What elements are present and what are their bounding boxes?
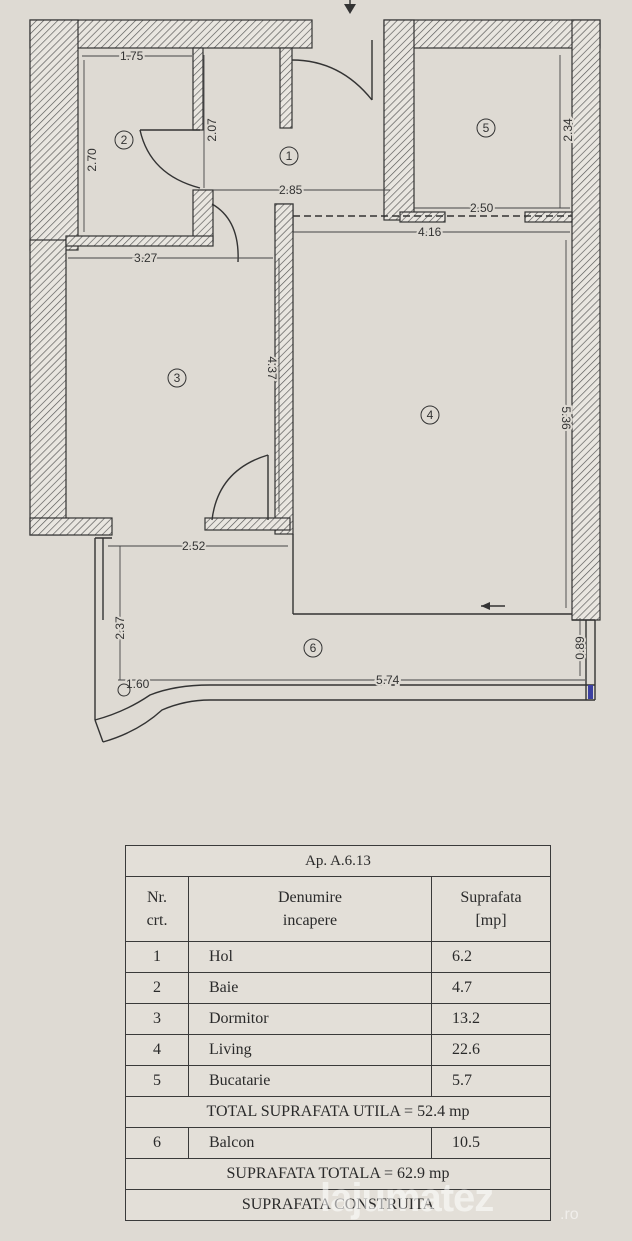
table-row: 6 Balcon 10.5 <box>125 1127 551 1159</box>
svg-text:3: 3 <box>174 371 181 385</box>
row-area: 13.2 <box>431 1003 551 1035</box>
built-area: SUPRAFATA CONSTRUITA <box>125 1189 551 1221</box>
dim-2-37: 2.37 <box>113 616 127 640</box>
dim-0-89: 0.89 <box>573 636 587 660</box>
row-name: Bucatarie <box>188 1065 432 1097</box>
watermark-suffix: .ro <box>560 1206 579 1223</box>
header-area-line2: [mp] <box>475 912 507 929</box>
dim-3-27: 3.27 <box>134 251 158 265</box>
walls <box>29 19 601 621</box>
built-area-row: SUPRAFATA CONSTRUITA <box>125 1189 551 1221</box>
room-marker-2: 2 <box>114 130 134 150</box>
dimension-labels: 1.75 2.70 2.07 2.85 2.34 2.50 4.16 3.27 … <box>83 47 589 693</box>
header-name-line2: incapere <box>282 912 338 929</box>
room-marker-1: 1 <box>279 146 299 166</box>
dim-1-75: 1.75 <box>120 49 144 63</box>
wall-bath-right-lower <box>192 189 214 243</box>
wall-bath-bottom <box>65 235 214 247</box>
svg-text:4: 4 <box>427 408 434 422</box>
total-useful-row: TOTAL SUPRAFATA UTILA = 52.4 mp <box>125 1096 551 1128</box>
wall-bedroom-living <box>274 203 294 535</box>
total-area-row: SUPRAFATA TOTALA = 62.9 mp <box>125 1158 551 1190</box>
row-area: 5.7 <box>431 1065 551 1097</box>
wall-left-upper <box>29 19 79 251</box>
wall-bedroom-door-jamb <box>204 517 291 531</box>
wall-right <box>571 19 601 621</box>
room-marker-3: 3 <box>167 368 187 388</box>
room-area-table: Ap. A.6.13 Nr. crt. Denumire incapere Su… <box>125 845 551 1221</box>
table-header-row: Nr. crt. Denumire incapere Suprafata [mp… <box>125 876 551 942</box>
room-marker-5: 5 <box>476 118 496 138</box>
row-nr: 1 <box>125 941 189 973</box>
row-area: 6.2 <box>431 941 551 973</box>
row-name: Dormitor <box>188 1003 432 1035</box>
total-useful-area: TOTAL SUPRAFATA UTILA = 52.4 mp <box>125 1096 551 1128</box>
dim-5-36: 5.36 <box>559 406 573 430</box>
header-nr-line1: Nr. <box>147 888 167 906</box>
total-area: SUPRAFATA TOTALA = 62.9 mp <box>125 1158 551 1190</box>
row-area: 22.6 <box>431 1034 551 1066</box>
plan-lines <box>94 0 596 743</box>
row-area: 4.7 <box>431 972 551 1004</box>
svg-text:5: 5 <box>483 121 490 135</box>
wall-bath-right <box>192 47 204 131</box>
dim-2-52: 2.52 <box>182 539 206 553</box>
wall-kitchen-bottom-right <box>524 211 573 223</box>
table-row: 4 Living 22.6 <box>125 1034 551 1066</box>
dim-2-50: 2.50 <box>470 201 494 215</box>
row-nr: 5 <box>125 1065 189 1097</box>
row-nr: 6 <box>125 1127 189 1159</box>
svg-text:2: 2 <box>121 133 128 147</box>
svg-text:1: 1 <box>286 149 293 163</box>
header-nr-line2: crt. <box>146 912 168 929</box>
table-row: 3 Dormitor 13.2 <box>125 1003 551 1035</box>
dim-1-60: 1.60 <box>126 677 150 691</box>
room-markers: 1 2 3 4 5 6 <box>114 118 496 658</box>
row-name: Baie <box>188 972 432 1004</box>
dim-2-34: 2.34 <box>561 118 575 142</box>
dim-2-07: 2.07 <box>205 118 219 142</box>
table-row: 2 Baie 4.7 <box>125 972 551 1004</box>
dim-2-85: 2.85 <box>279 183 303 197</box>
room-marker-6: 6 <box>303 638 323 658</box>
room-marker-4: 4 <box>420 405 440 425</box>
row-nr: 4 <box>125 1034 189 1066</box>
row-nr: 3 <box>125 1003 189 1035</box>
apartment-id: Ap. A.6.13 <box>125 845 551 877</box>
header-area-line1: Suprafata <box>460 888 522 906</box>
watermark-logo: lajumatez <box>320 1176 494 1220</box>
row-name: Living <box>188 1034 432 1066</box>
floor-plan: 1.75 2.70 2.07 2.85 2.34 2.50 4.16 3.27 … <box>29 0 601 743</box>
dimension-lines <box>68 55 585 681</box>
dim-4-16: 4.16 <box>418 225 442 239</box>
svg-text:6: 6 <box>310 641 317 655</box>
table-row: 5 Bucatarie 5.7 <box>125 1065 551 1097</box>
wall-kitchen-bottom <box>399 211 446 223</box>
dim-4-37: 4.37 <box>265 356 279 380</box>
row-name: Balcon <box>188 1127 432 1159</box>
dim-5-74: 5.74 <box>376 673 400 687</box>
wall-bedroom-bottom <box>29 517 113 536</box>
header-name-line1: Denumire <box>278 888 342 906</box>
wall-kitchen-left <box>383 19 415 221</box>
dim-2-70: 2.70 <box>85 148 99 172</box>
wall-left-lower <box>29 239 67 536</box>
balcony-corner-marker <box>117 683 131 697</box>
wall-top-right <box>383 19 601 49</box>
row-area: 10.5 <box>431 1127 551 1159</box>
row-nr: 2 <box>125 972 189 1004</box>
table-row: 1 Hol 6.2 <box>125 941 551 973</box>
row-name: Hol <box>188 941 432 973</box>
wall-entry-stub <box>279 47 293 129</box>
